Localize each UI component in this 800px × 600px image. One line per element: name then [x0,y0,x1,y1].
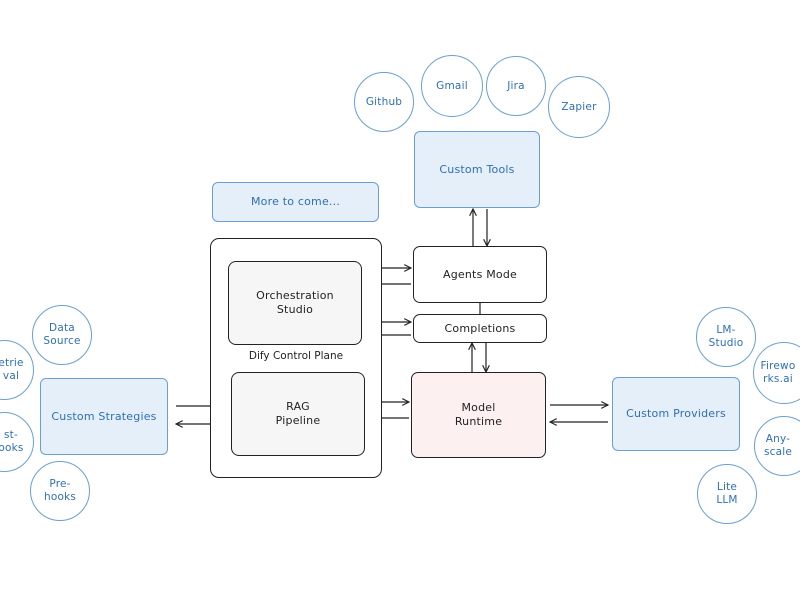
orchestration-studio-label: Orchestration Studio [256,289,334,316]
provider-anyscale-label: Any- scale [763,433,793,458]
strategy-retrieval-label: etrie val [0,357,24,382]
strategy-pre-hooks-label: Pre- hooks [43,478,77,503]
completions-label: Completions [444,321,516,335]
tool-zapier-circle: Zapier [548,76,610,138]
provider-litellm-label: Lite LLM [716,481,738,506]
strategy-post-hooks-circle: st- ooks [0,412,34,472]
model-runtime-label: Model Runtime [454,401,503,428]
strategy-data-source-circle: Data Source [32,305,92,365]
tool-jira-label: Jira [507,79,525,92]
custom-strategies-label: Custom Strategies [51,409,157,423]
tool-jira-circle: Jira [486,56,546,116]
strategy-retrieval-circle: etrie val [0,340,34,400]
orchestration-studio-box: Orchestration Studio [228,261,362,345]
provider-fireworks-label: Firewo rks.ai [760,360,796,385]
tool-gmail-label: Gmail [436,79,468,92]
provider-fireworks-circle: Firewo rks.ai [753,342,800,404]
strategy-data-source-label: Data Source [43,322,81,347]
strategy-pre-hooks-circle: Pre- hooks [30,461,90,521]
tool-github-label: Github [365,95,403,108]
tool-zapier-label: Zapier [561,100,597,113]
provider-lm-studio-label: LM- Studio [708,324,744,349]
rag-pipeline-label: RAG Pipeline [275,400,321,427]
custom-providers-box: Custom Providers [612,377,740,451]
rag-pipeline-box: RAG Pipeline [231,372,365,456]
provider-lm-studio-circle: LM- Studio [696,307,756,367]
tool-github-circle: Github [354,72,414,132]
custom-tools-box: Custom Tools [414,131,540,208]
custom-providers-label: Custom Providers [626,407,726,420]
agents-mode-box: Agents Mode [413,246,547,303]
agents-mode-label: Agents Mode [443,267,517,281]
model-runtime-box: Model Runtime [411,372,546,458]
provider-anyscale-circle: Any- scale [754,416,800,476]
strategy-post-hooks-label: st- ooks [0,429,24,454]
completions-box: Completions [413,314,547,343]
tool-gmail-circle: Gmail [421,55,483,117]
more-to-come-label: More to come... [250,195,341,208]
custom-tools-label: Custom Tools [439,162,515,176]
dify-control-plane-label: Dify Control Plane [248,350,344,362]
provider-litellm-circle: Lite LLM [697,464,757,524]
more-to-come-box: More to come... [212,182,379,222]
custom-strategies-box: Custom Strategies [40,378,168,455]
